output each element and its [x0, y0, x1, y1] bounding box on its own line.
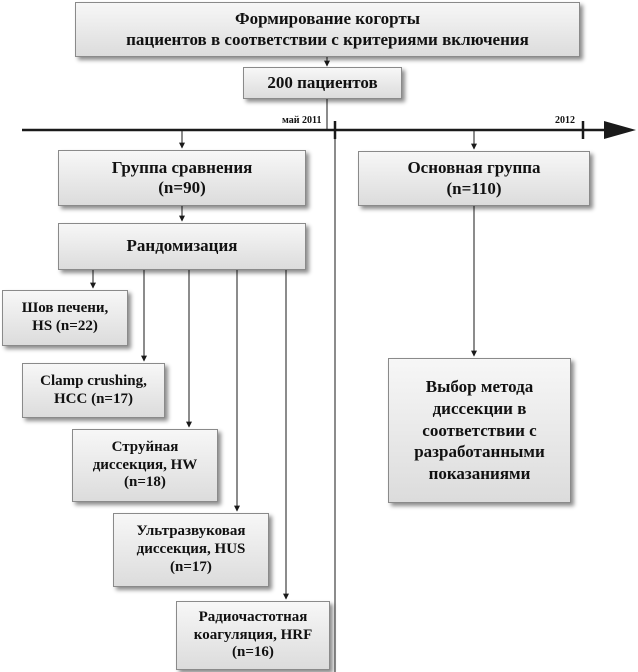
main-group-title: Основная группа — [407, 158, 541, 178]
arm-hw-line-2: диссекция, HW — [92, 456, 198, 473]
cohort-formation-box: Формирование когорты пациентов в соответ… — [75, 2, 580, 57]
arm-hus-line-3: (n=17) — [170, 558, 212, 575]
cohort-title-line-2: пациентов в соответствии с критериями вк… — [126, 29, 529, 49]
method-line-3: соответствии с — [422, 420, 537, 440]
arm-hrf-line-1: Радиочастотная — [198, 608, 308, 625]
arm-hus-line-2: диссекция, HUS — [136, 541, 246, 558]
randomization-label: Рандомизация — [126, 236, 238, 256]
randomization-box: Рандомизация — [58, 223, 306, 270]
arm-hcc-box: Clamp crushing, HCC (n=17) — [22, 363, 165, 418]
patients-total: 200 пациентов — [267, 72, 378, 92]
method-line-1: Выбор метода — [425, 377, 534, 397]
arm-hrf-line-3: (n=16) — [232, 644, 274, 661]
arm-hw-box: Струйная диссекция, HW (n=18) — [72, 429, 218, 502]
arm-hw-line-1: Струйная — [111, 438, 179, 455]
arm-hcc-line-1: Clamp crushing, — [40, 372, 147, 389]
patients-total-box: 200 пациентов — [243, 67, 402, 99]
timeline-label-start: май 2011 — [282, 115, 322, 126]
method-line-5: показаниями — [428, 464, 531, 484]
arm-hus-line-1: Ультразвуковая — [136, 523, 246, 540]
arm-hcc-line-2: HCC (n=17) — [54, 390, 133, 407]
arm-hw-line-3: (n=18) — [124, 474, 166, 491]
comparison-group-title: Группа сравнения — [111, 157, 253, 177]
comparison-group-box: Группа сравнения (n=90) — [58, 150, 306, 206]
arm-hs-box: Шов печени, HS (n=22) — [2, 290, 128, 346]
main-group-box: Основная группа (n=110) — [358, 151, 590, 206]
arm-hs-line-1: Шов печени, — [21, 300, 109, 317]
arm-hus-box: Ультразвуковая диссекция, HUS (n=17) — [113, 513, 269, 587]
cohort-title-line-1: Формирование когорты — [235, 9, 420, 29]
method-line-2: диссекции в — [432, 398, 527, 418]
main-group-count: (n=110) — [446, 178, 502, 198]
arm-hrf-box: Радиочастотная коагуляция, HRF (n=16) — [176, 601, 330, 670]
timeline-arrowhead — [604, 121, 636, 139]
method-choice-box: Выбор метода диссекции в соответствии с … — [388, 358, 571, 503]
arm-hrf-line-2: коагуляция, HRF — [193, 626, 313, 643]
comparison-group-count: (n=90) — [158, 178, 206, 197]
method-line-4: разработанными — [414, 442, 545, 462]
arm-hs-line-2: HS (n=22) — [32, 318, 98, 334]
timeline-label-end: 2012 — [555, 115, 575, 126]
